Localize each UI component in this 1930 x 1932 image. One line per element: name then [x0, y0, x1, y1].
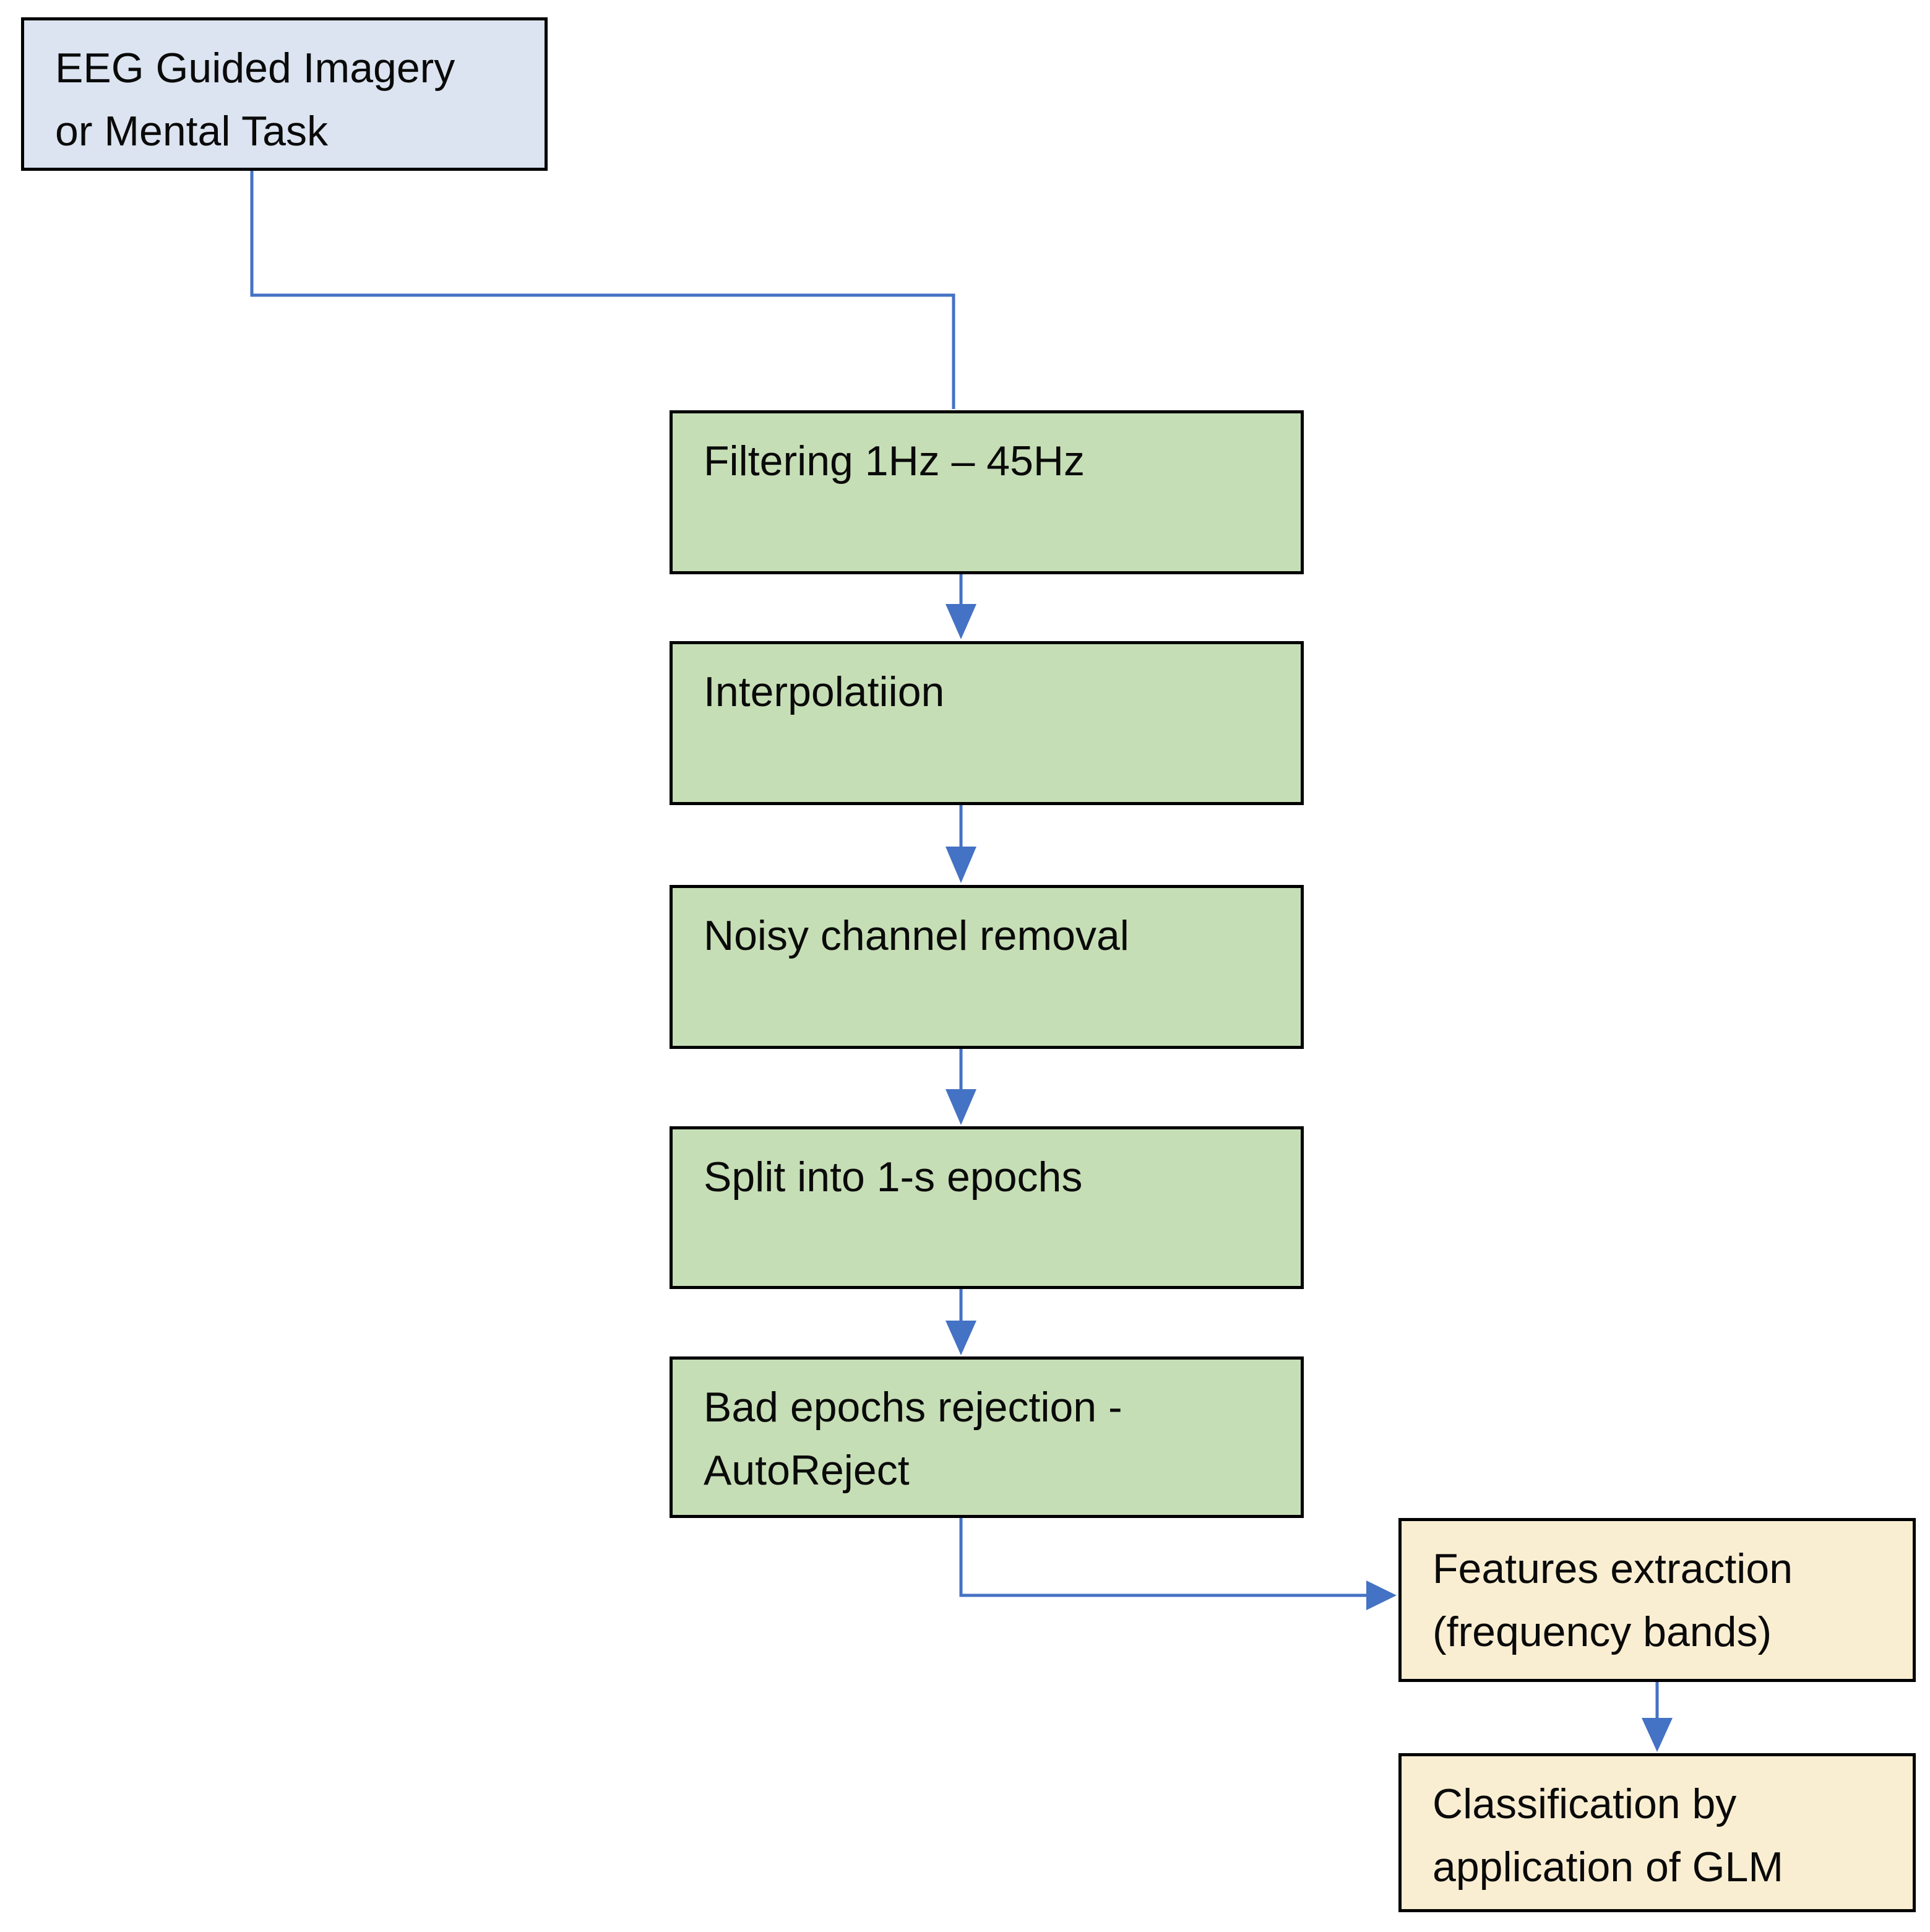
- arrowhead-down-icon: [946, 604, 976, 639]
- connector-split-epochs-to-bad-epochs-rejection: [946, 1289, 976, 1355]
- connector-interpolation-to-noisy-channel-removal: [946, 805, 976, 883]
- arrowhead-down-icon: [946, 1089, 976, 1125]
- elbow-line: [959, 1518, 1368, 1597]
- connector-eeg-source-to-filtering: [250, 171, 955, 409]
- node-split-epochs: Split into 1-s epochs: [670, 1126, 1304, 1289]
- connector-features-extraction-to-classification: [1642, 1682, 1673, 1752]
- arrowhead-down-icon: [946, 1321, 976, 1355]
- elbow-line: [250, 171, 955, 409]
- node-filtering: Filtering 1Hz – 45Hz: [670, 410, 1304, 574]
- node-noisy-channel-removal: Noisy channel removal: [670, 885, 1304, 1049]
- node-eeg-source: EEG Guided Imagery or Mental Task: [21, 17, 548, 171]
- node-features-extraction: Features extraction (frequency bands): [1398, 1518, 1916, 1682]
- arrowhead-down-icon: [1642, 1718, 1673, 1752]
- node-classification: Classification by application of GLM: [1398, 1753, 1916, 1912]
- connector-noisy-channel-removal-to-split-epochs: [946, 1049, 976, 1125]
- connector-filtering-to-interpolation: [946, 574, 976, 639]
- arrowhead-right-icon: [1366, 1581, 1397, 1610]
- arrowhead-down-icon: [946, 847, 976, 883]
- node-interpolation: Interpolatiion: [670, 641, 1304, 805]
- node-bad-epochs-rejection: Bad epochs rejection - AutoReject: [670, 1356, 1304, 1518]
- connector-bad-epochs-rejection-to-features-extraction: [959, 1518, 1397, 1610]
